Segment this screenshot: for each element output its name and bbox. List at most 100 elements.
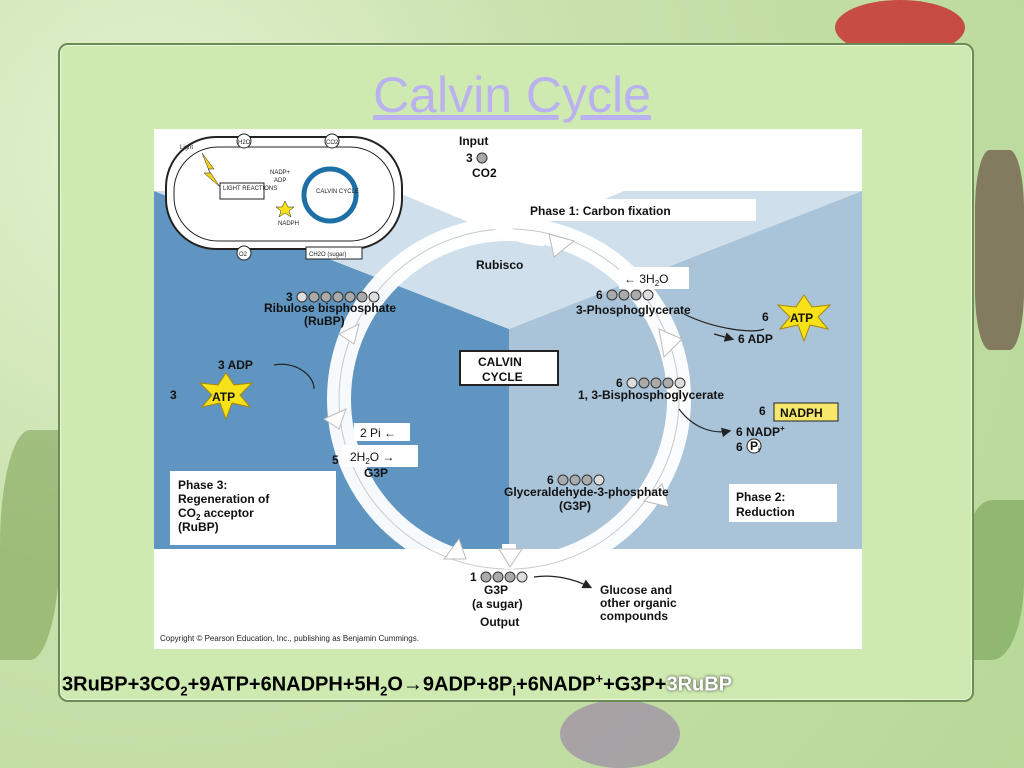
rubp-label: Ribulose bisphosphate <box>264 301 396 315</box>
equation-part: → <box>402 673 423 696</box>
atp-star-icon <box>275 200 295 218</box>
diagram-text: 3 <box>170 388 177 402</box>
diagram-text: 6 <box>547 473 554 487</box>
phase3-label: Phase 3: <box>178 478 227 492</box>
diagram-text: CO2 <box>326 140 339 146</box>
diagram-text: 6 <box>616 376 623 390</box>
output-g3p: G3P <box>484 583 508 597</box>
diagram-text: 2 <box>365 457 370 466</box>
g3p5-label: G3P <box>364 466 388 480</box>
bpg-molecule-icon <box>626 377 686 389</box>
diagram-text: ATP <box>212 390 235 404</box>
input-co2: CO2 <box>472 166 497 180</box>
diagram-text: 3 <box>466 151 473 165</box>
diagram-text: acceptor <box>200 506 254 520</box>
equation-text: 3RuBP+3CO2+9ATP+6NADPH+5H2O→9ADP+8Pi+6NA… <box>62 671 732 699</box>
diagram-text: ADP <box>274 178 286 184</box>
equation-part: 9ADP+8P <box>422 673 513 696</box>
equation-part: 2 <box>180 683 188 699</box>
decorative-leaf <box>975 150 1024 350</box>
rubp-molecule-icon <box>296 291 380 303</box>
diagram-text: CO <box>178 506 196 520</box>
diagram-text: 5 <box>332 453 339 467</box>
atp-star-icon <box>198 372 254 421</box>
diagram-text: (RuBP) <box>178 520 219 534</box>
diagram-text: 6 <box>759 404 766 418</box>
diagram-text: NADPH <box>780 406 823 420</box>
diagram-text: + <box>780 424 785 433</box>
adp-out-label: 6 ADP <box>738 332 773 346</box>
diagram-text: (G3P) <box>559 499 591 513</box>
cycle-arrow <box>642 483 670 508</box>
diagram-text: 6 <box>762 310 769 324</box>
decorative-flower <box>560 700 680 768</box>
calvin-cycle-diagram: Light H2O CO2 LIGHT REACTIONS CALVIN CYC… <box>154 129 862 649</box>
equation-part: 3RuBP+3CO <box>62 673 181 696</box>
pi-note: 2 Pi ← <box>360 426 396 440</box>
diagram-text: ATP <box>790 311 813 325</box>
diagram-text: 3 <box>286 290 293 304</box>
decorative-leaf <box>0 430 60 660</box>
diagram-text: 2H <box>350 450 365 464</box>
diagram-text: NADP+ <box>270 170 291 176</box>
diagram-text: O2 <box>239 252 248 258</box>
nadp-out-label: 6 NADP+ <box>736 424 785 439</box>
cycle-arrow <box>658 328 683 359</box>
diagram-text: Regeneration of <box>178 492 270 506</box>
diagram-text: 2 <box>196 513 201 522</box>
equation-part: +6NADP <box>516 673 596 696</box>
atp-star-icon <box>776 294 832 343</box>
equation-part: i <box>512 683 517 699</box>
phase1-label: Phase 1: Carbon fixation <box>530 204 671 218</box>
phase2-label: Phase 2: <box>736 490 785 504</box>
slide-title[interactable]: Calvin Cycle <box>373 67 651 123</box>
diagram-text: Reduction <box>736 505 795 519</box>
cycle-arrow <box>548 233 576 258</box>
pi-icon: Pi <box>750 439 760 454</box>
g3p-molecule-icon <box>557 474 605 486</box>
diagram-text: other organic <box>600 596 677 610</box>
equation-part: +9ATP+6NADPH+5H <box>187 673 381 696</box>
diagram-text: 1 <box>470 570 477 584</box>
h2o-note: 2H2O → <box>350 450 394 466</box>
center-label: CALVIN <box>478 355 522 369</box>
diagram-text: CALVIN CYCLE <box>316 189 359 195</box>
pga-label: 3-Phosphoglycerate <box>576 303 691 317</box>
diagram-text: O → <box>370 450 395 464</box>
equation-part: +G3P+ <box>603 673 667 696</box>
diagram-text: ← 3H <box>624 272 655 286</box>
equation-part: 3RuBP <box>666 673 733 696</box>
diagram-text: O <box>659 272 668 286</box>
diagram-text: i <box>758 447 760 454</box>
pga-molecule-icon <box>606 289 654 301</box>
copyright-text: Copyright © Pearson Education, Inc., pub… <box>160 634 419 643</box>
svg-text:CO2 acceptor: CO2 acceptor <box>178 506 254 522</box>
output-g3p-icon <box>480 571 528 583</box>
nadph-box <box>773 402 839 422</box>
diagram-text: NADPH <box>278 221 299 227</box>
cycle-arrow <box>443 537 467 560</box>
diagram-text: 6 <box>736 440 743 454</box>
diagram-text: 6 NADP <box>736 425 780 439</box>
diagram-text: compounds <box>600 609 668 623</box>
equation-part: 2 <box>380 683 388 699</box>
cycle-arrow <box>338 323 360 345</box>
water-note: ← 3H2O <box>624 272 668 288</box>
glucose-label: Glucose and <box>600 583 672 597</box>
equation-part: O <box>387 673 403 696</box>
diagram-text: P <box>750 439 758 453</box>
diagram-text: 6 <box>596 288 603 302</box>
diagram-text: H2O <box>238 140 251 146</box>
diagram-text: CH2O (sugar) <box>309 252 346 258</box>
light-label: Light <box>180 145 193 151</box>
diagram-text: CYCLE <box>482 370 523 384</box>
g3p6-label: Glyceraldehyde-3-phosphate <box>504 485 669 499</box>
equation-part: + <box>595 671 604 686</box>
input-arrow <box>479 188 545 246</box>
diagram-text: LIGHT REACTIONS <box>223 186 277 192</box>
diagram-text: (RuBP) <box>304 314 345 328</box>
bpg-label: 1, 3-Bisphosphoglycerate <box>578 388 724 402</box>
output-label: Output <box>480 615 519 629</box>
adp3-label: 3 ADP <box>218 358 253 372</box>
rubisco-label: Rubisco <box>476 258 523 272</box>
